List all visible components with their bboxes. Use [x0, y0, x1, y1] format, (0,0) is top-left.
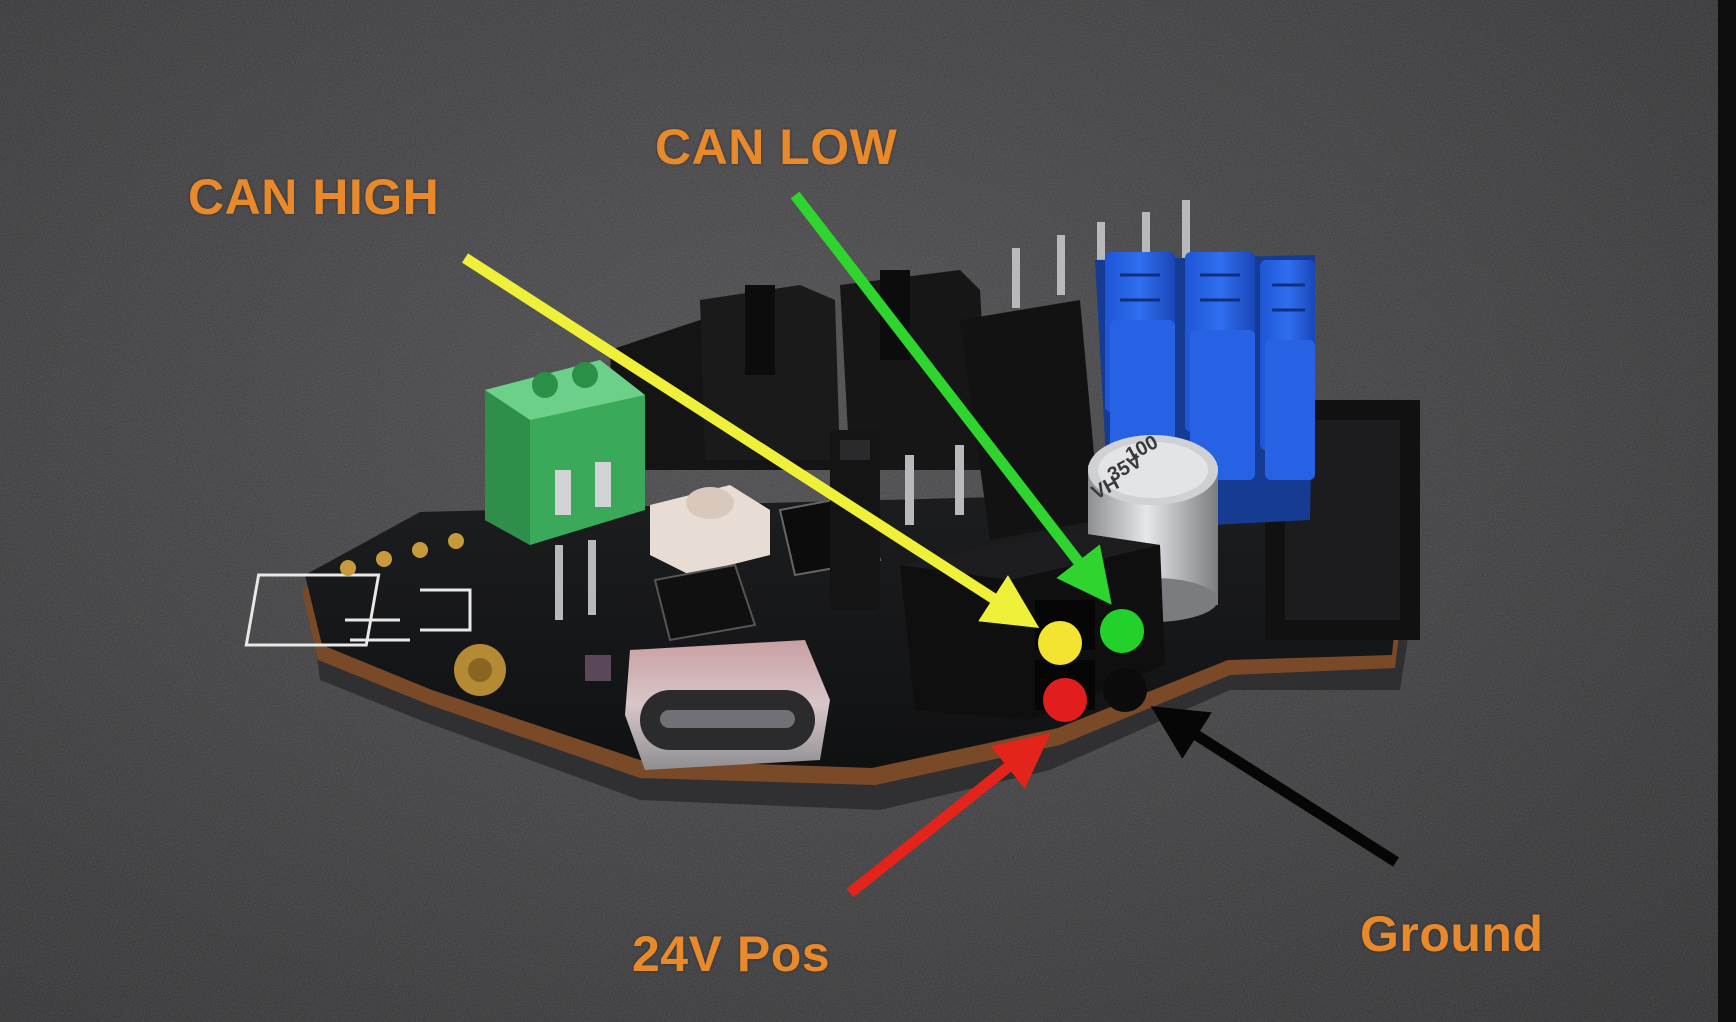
jumper	[830, 430, 880, 610]
ground-dot	[1103, 668, 1147, 712]
pos-24v-arrow	[846, 733, 1051, 898]
can-high-label: CAN HIGH	[188, 169, 440, 225]
image-border-strip	[1718, 0, 1736, 1022]
ground-label: Ground	[1360, 906, 1544, 962]
terminal-block	[485, 360, 645, 545]
pcb-silkscreen	[244, 573, 472, 647]
pcb-pads	[340, 533, 506, 696]
can-low-arrow	[790, 191, 1112, 605]
can-high-arrow	[462, 253, 1040, 628]
reset-button	[650, 485, 770, 575]
ground-arrow	[1150, 706, 1399, 867]
can-low-label: CAN LOW	[655, 119, 898, 175]
can-low-dot	[1100, 609, 1144, 653]
pos-24v-dot	[1043, 678, 1087, 722]
usb-c-port	[625, 640, 830, 770]
can-high-dot	[1038, 621, 1082, 665]
header-pins	[555, 200, 1190, 620]
pos-24v-label: 24V Pos	[632, 926, 831, 982]
